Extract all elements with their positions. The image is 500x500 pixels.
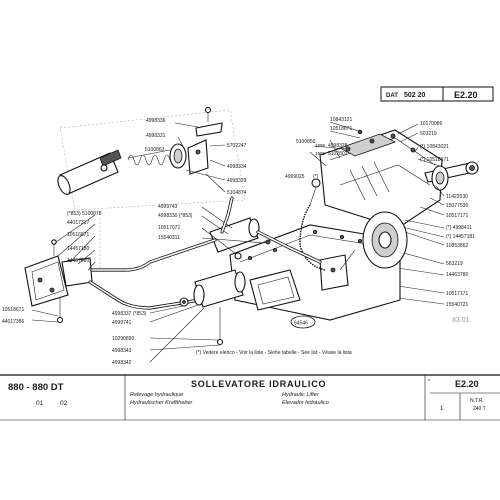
- callout-rc-2: 10517171: [446, 213, 468, 219]
- callout-inset-6: 5104874: [227, 190, 247, 196]
- footer-mark: *: [428, 379, 430, 385]
- callout-rc-4: (*) 14457181: [446, 234, 475, 240]
- callout-bm-2: 10290890: [112, 336, 134, 342]
- callout-rc-1: 15077530: [446, 203, 468, 209]
- model-code-0: 01: [36, 400, 44, 407]
- callout-inset-4: 4998334: [227, 164, 247, 170]
- title-it: SOLLEVATORE IDRAULICO: [191, 379, 326, 389]
- date-a-1: 1995: [315, 151, 326, 156]
- callout-center-2: 10517071: [158, 225, 180, 231]
- callout-lb-0: (*853) 5100878: [67, 211, 102, 217]
- callout-lbot-1: 44017386: [2, 319, 24, 325]
- callout-tr-7: (*) 10518671: [420, 157, 449, 163]
- callout-center-0: 4999743: [158, 204, 178, 210]
- subtitle-es: Elevador hidráulico: [282, 400, 329, 406]
- sheet-code-box: [442, 86, 494, 102]
- callout-tml-0: 5100850: [296, 139, 316, 145]
- callout-rc-0: 11422030: [446, 194, 468, 200]
- callout-rc-8: 10517171: [446, 291, 468, 297]
- callout-rc-9: 15540721: [446, 302, 468, 308]
- callout-lbot-0: 10518671: [2, 307, 24, 313]
- callout-tr-4: 10170086: [420, 121, 442, 127]
- callout-tr-6: (*) 10843021: [420, 144, 449, 150]
- reference-stamp: 64546 83.01: [290, 315, 470, 329]
- callout-center-1: 4998330 (*853): [158, 213, 193, 219]
- callout-tr-5: 503219: [420, 131, 437, 137]
- callout-tr-2: 4998328: [328, 143, 348, 149]
- callout-inset-3: 5702247: [227, 143, 247, 149]
- header: DAT 502 20 E2.20: [380, 86, 494, 102]
- callout-center-3: 15540311: [158, 235, 180, 241]
- callout-bm-3: 4998343: [112, 348, 132, 354]
- dat-label: DAT: [386, 93, 398, 99]
- callout-lb-4: 14457680: [67, 258, 89, 264]
- callout-ll-0: 4999025: [285, 174, 305, 180]
- callout-rc-7: 14463780: [446, 272, 468, 278]
- faded-number: 83.01: [452, 317, 470, 324]
- hydraulic-tubes: [88, 196, 322, 310]
- callout-bm-4: 4998342: [112, 360, 132, 366]
- footer-ntr: N.T.R.: [470, 398, 484, 404]
- callout-rc-6: 563219: [446, 261, 463, 267]
- transmission-case: [229, 178, 408, 321]
- callout-tr-0: 10843121: [330, 117, 352, 123]
- callout-rc-3: (*) 4998411: [446, 225, 472, 231]
- footer-sheet-code: E2.20: [455, 379, 479, 389]
- callout-ll-1: (*): [313, 174, 319, 180]
- lift-housing: 10843121 10518671 4998328 5102802 1995 1…: [285, 117, 479, 308]
- dat-number: 502 20: [404, 92, 426, 99]
- callout-inset-2: 5100863: [145, 147, 165, 153]
- callout-tr-1: 10518671: [330, 126, 352, 132]
- see-list-note: (*) Vedere elenco - Voir la liste - Sieh…: [196, 350, 352, 356]
- callout-lb-2: 10516671: [67, 232, 89, 238]
- subtitle-en: Hydraulic Lifter: [282, 392, 320, 398]
- bottom-center-parts: 4998337 (*853) 4999741 10290890 4998343 …: [112, 269, 246, 366]
- sheet-code: E2.20: [454, 90, 478, 100]
- callout-rc-5: 10853862: [446, 243, 468, 249]
- footer-qty: 1: [440, 406, 444, 412]
- pump-inset: 4998336 4998331 5100863 5702247 4998334 …: [57, 106, 247, 211]
- left-valve-assembly: (*853) 5100878 44017317 10516671 1445718…: [2, 211, 102, 325]
- footer-ntr-value: 240 T: [473, 406, 486, 412]
- callout-lb-3: 14457180: [67, 246, 89, 252]
- callout-bm-0: 4998337 (*853): [112, 311, 147, 317]
- callout-inset-1: 4998331: [146, 133, 166, 139]
- date-a-0: 1995: [315, 143, 326, 148]
- callout-inset-5: 4998329: [227, 178, 247, 184]
- model-name: 880 - 880 DT: [8, 382, 64, 393]
- subtitle-fr: Relevage hydraulique: [130, 392, 183, 398]
- callout-inset-0: 4998336: [146, 118, 166, 124]
- callout-lb-1: 44017317: [67, 220, 89, 226]
- title-block: 880 - 880 DT 01 02 SOLLEVATORE IDRAULICO…: [0, 374, 500, 421]
- callout-tr-3: 5102802: [328, 151, 348, 157]
- subtitle-de: Hydraulischer Krafttheber: [130, 400, 194, 406]
- stamp-number: 64546: [294, 321, 308, 327]
- callout-bm-1: 4999741: [112, 320, 132, 326]
- model-code-1: 02: [60, 400, 68, 407]
